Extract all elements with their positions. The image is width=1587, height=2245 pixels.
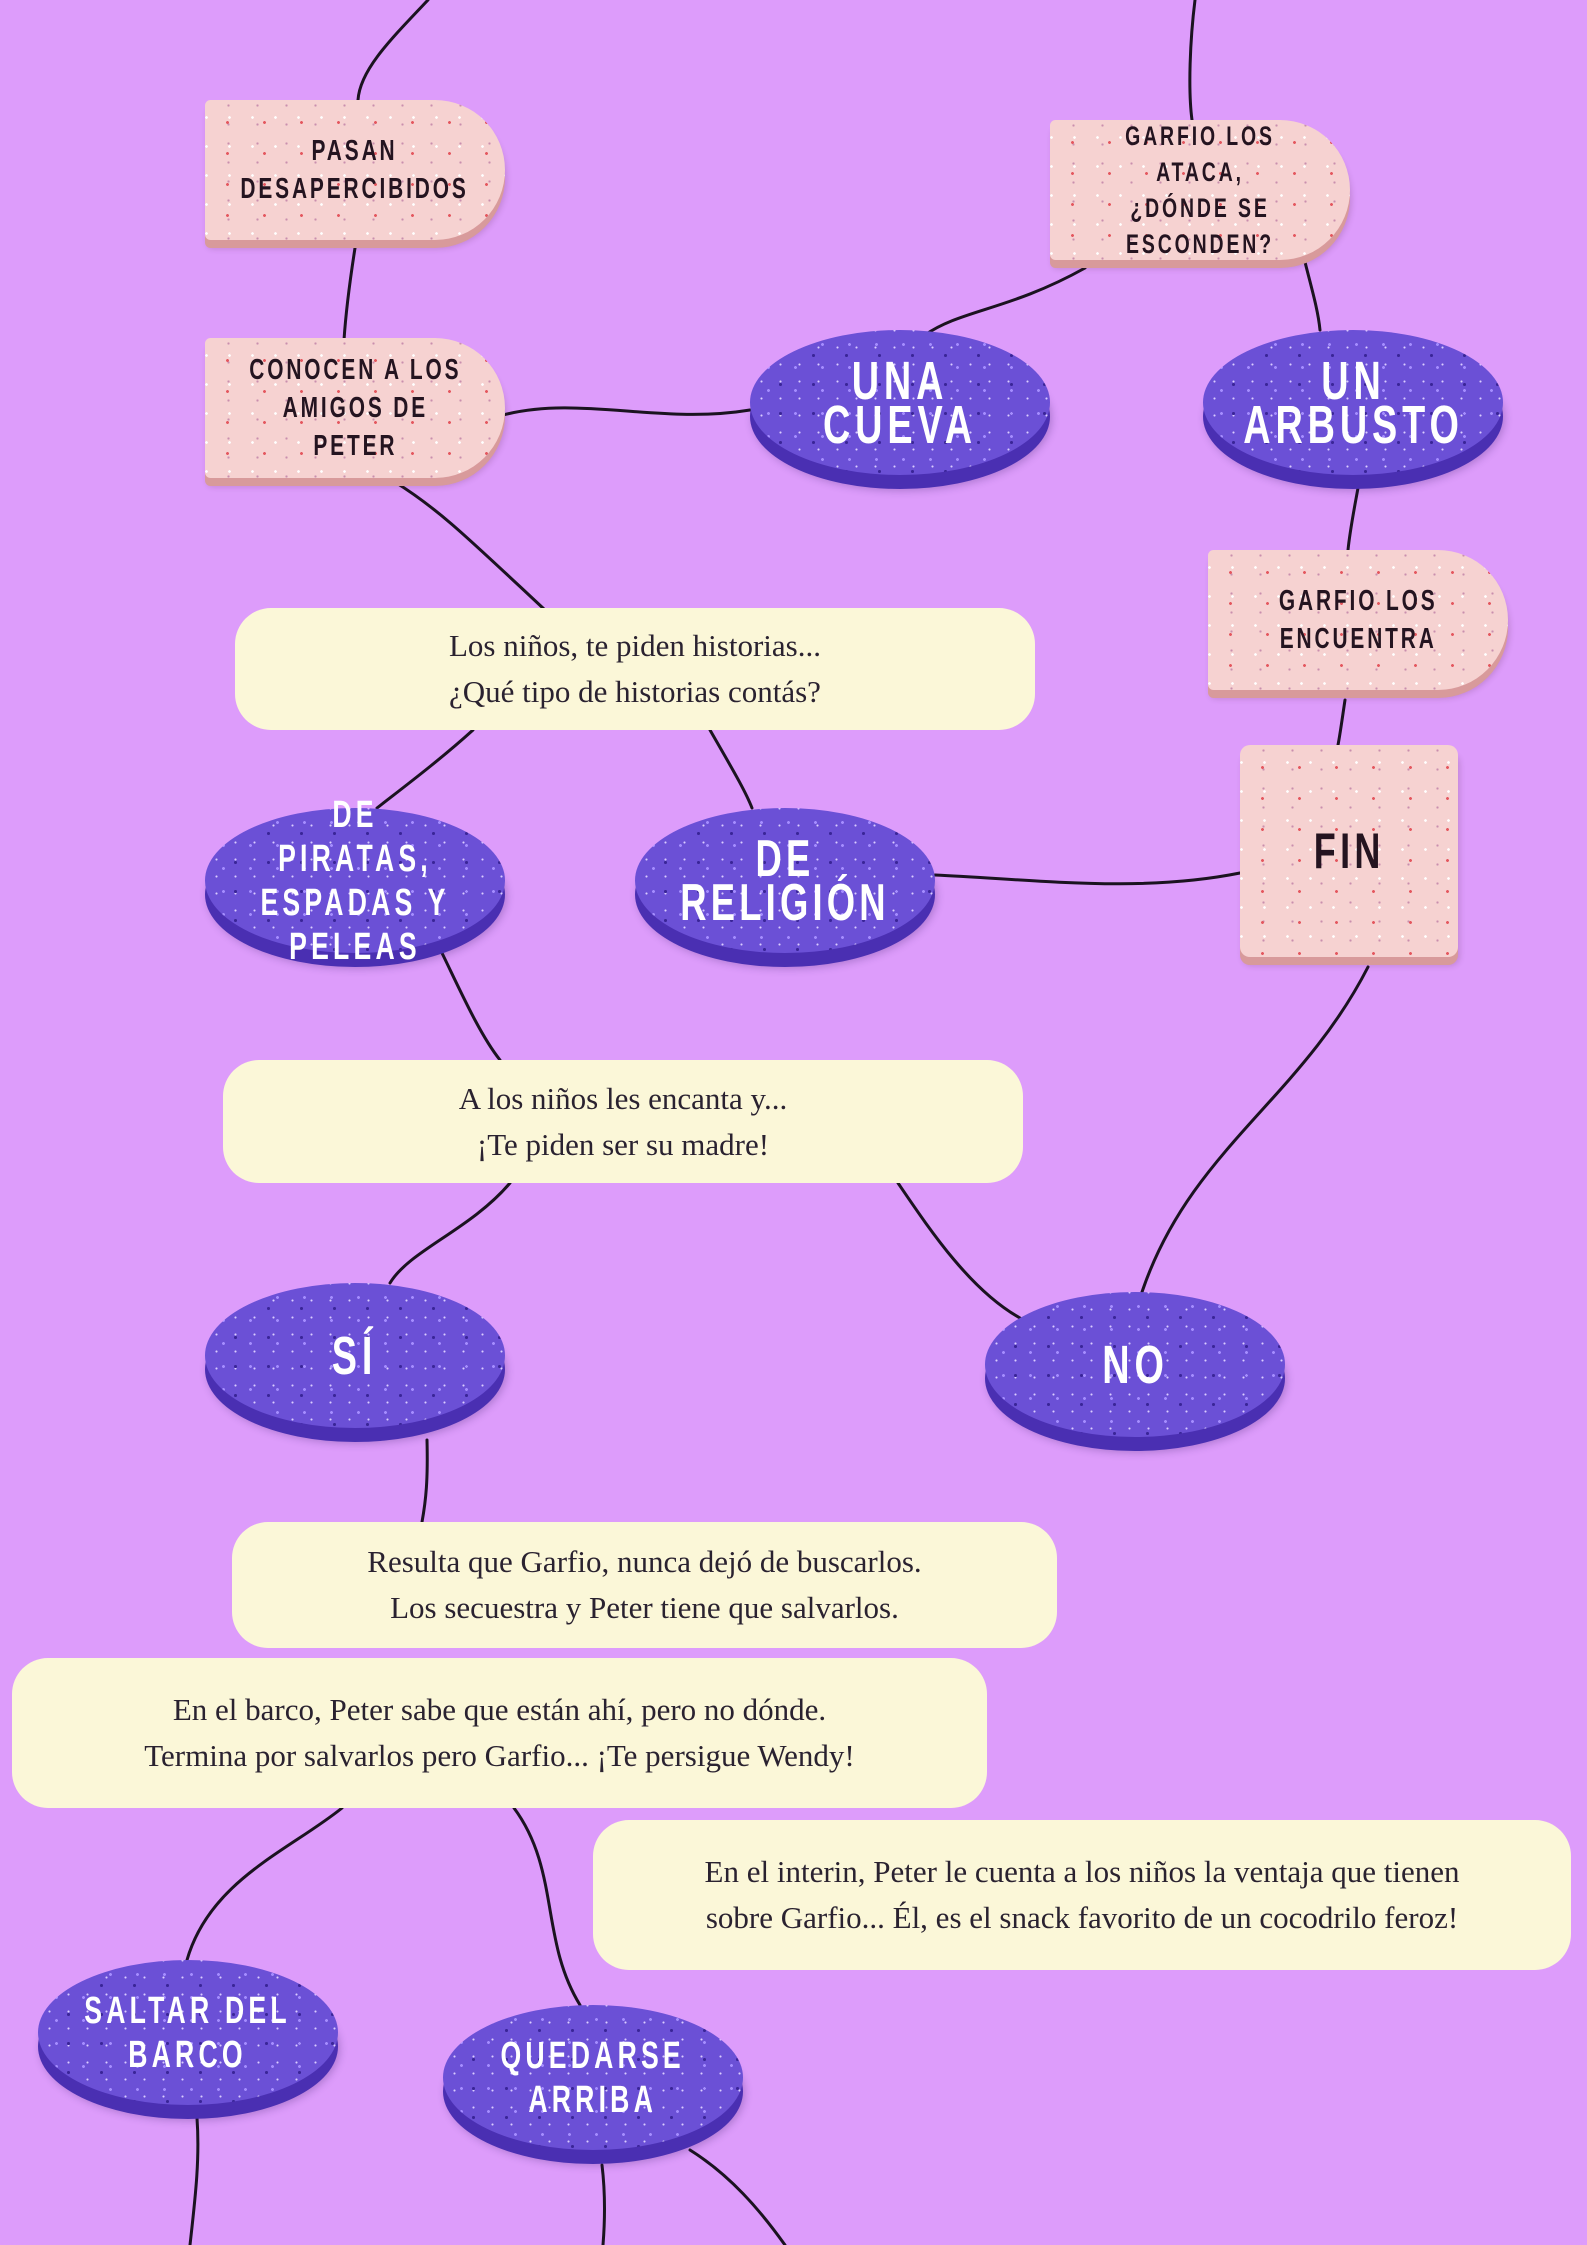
connector-quedarse-down [600,2163,606,2245]
barco-text: En el barco, Peter sabe que están ahí, p… [144,1692,855,1773]
connector-religion-fin [933,871,1242,886]
garfio-encuentra-label: GARFIO LOS ENCUENTRA [1278,585,1438,655]
interin-box: En el interin, Peter le cuenta a los niñ… [593,1820,1571,1970]
connector-historias-religion [708,728,754,810]
de-religion-node: DE RELIGIÓN [635,808,935,953]
fin-label: FIN [1313,823,1385,879]
connector-fin-no [1140,965,1370,1294]
connector-garfio-cueva [923,266,1087,337]
secuestra-box: Resulta que Garfio, nunca dejó de buscar… [232,1522,1057,1648]
quedarse-arriba-label: QUEDARSE ARRIBA [500,2034,686,2121]
conocen-amigos-label: CONOCEN A LOS AMIGOS DE PETER [248,354,462,462]
historias-question-text: Los niños, te piden historias... ¿Qué ti… [449,628,821,709]
si-node: SÍ [205,1283,505,1428]
secuestra-text: Resulta que Garfio, nunca dejó de buscar… [367,1544,922,1625]
si-label: SÍ [332,1325,378,1386]
garfio-encuentra-node: GARFIO LOS ENCUENTRA [1208,550,1508,690]
connector-pasan-conocen [342,246,357,342]
connector-barco-saltar [185,1806,344,1962]
de-piratas-label: DE PIRATAS, ESPADAS Y PELEAS [260,793,450,968]
connector-garfio-arbusto [1303,260,1322,332]
connector-top-left [356,0,430,102]
connector-top-right [1188,0,1197,122]
de-piratas-node: DE PIRATAS, ESPADAS Y PELEAS [205,794,505,968]
connector-barco-quedarse [512,1806,582,2007]
una-cueva-node: UNA CUEVA [750,330,1050,475]
madre-question-box: A los niños les encanta y... ¡Te piden s… [223,1060,1023,1183]
de-religion-label: DE RELIGIÓN [680,829,890,932]
conocen-amigos-node: CONOCEN A LOS AMIGOS DE PETER [205,338,505,478]
connector-saltar-down [188,2116,200,2245]
connector-encuentra-fin [1336,698,1347,747]
connector-arbusto-encuentra [1346,486,1360,552]
pasan-desapercibidos-node: PASAN DESAPERCIBIDOS [205,100,505,240]
saltar-del-barco-label: SALTAR DEL BARCO [84,1989,292,2076]
saltar-del-barco-node: SALTAR DEL BARCO [38,1960,338,2105]
garfio-ataca-label: GARFIO LOS ATACA, ¿DÓNDE SE ESCONDEN? [1125,121,1275,259]
no-node: NO [985,1292,1285,1437]
madre-question-text: A los niños les encanta y... ¡Te piden s… [458,1080,788,1162]
fin-node: FIN [1240,745,1458,957]
interin-text: En el interin, Peter le cuenta a los niñ… [704,1854,1460,1935]
barco-box: En el barco, Peter sabe que están ahí, p… [12,1658,987,1808]
quedarse-arriba-node: QUEDARSE ARRIBA [443,2005,743,2150]
connector-conocen-historias [393,480,547,612]
no-label: NO [1101,1334,1169,1395]
garfio-ataca-node: GARFIO LOS ATACA, ¿DÓNDE SE ESCONDEN? [1050,120,1350,260]
un-arbusto-node: UN ARBUSTO [1203,330,1503,475]
connector-quedarse-right [688,2148,787,2245]
historias-question-box: Los niños, te piden historias... ¿Qué ti… [235,608,1035,730]
un-arbusto-label: UN ARBUSTO [1242,350,1464,455]
connector-conocen-cueva [501,406,752,417]
connector-piratas-madre [440,951,502,1062]
connector-historias-piratas [375,728,475,810]
pasan-desapercibidos-label: PASAN DESAPERCIBIDOS [240,135,470,205]
connector-madre-no [896,1181,1022,1320]
una-cueva-label: UNA CUEVA [822,350,978,455]
connector-madre-si [388,1181,512,1285]
connector-si-secuestra [420,1438,429,1524]
